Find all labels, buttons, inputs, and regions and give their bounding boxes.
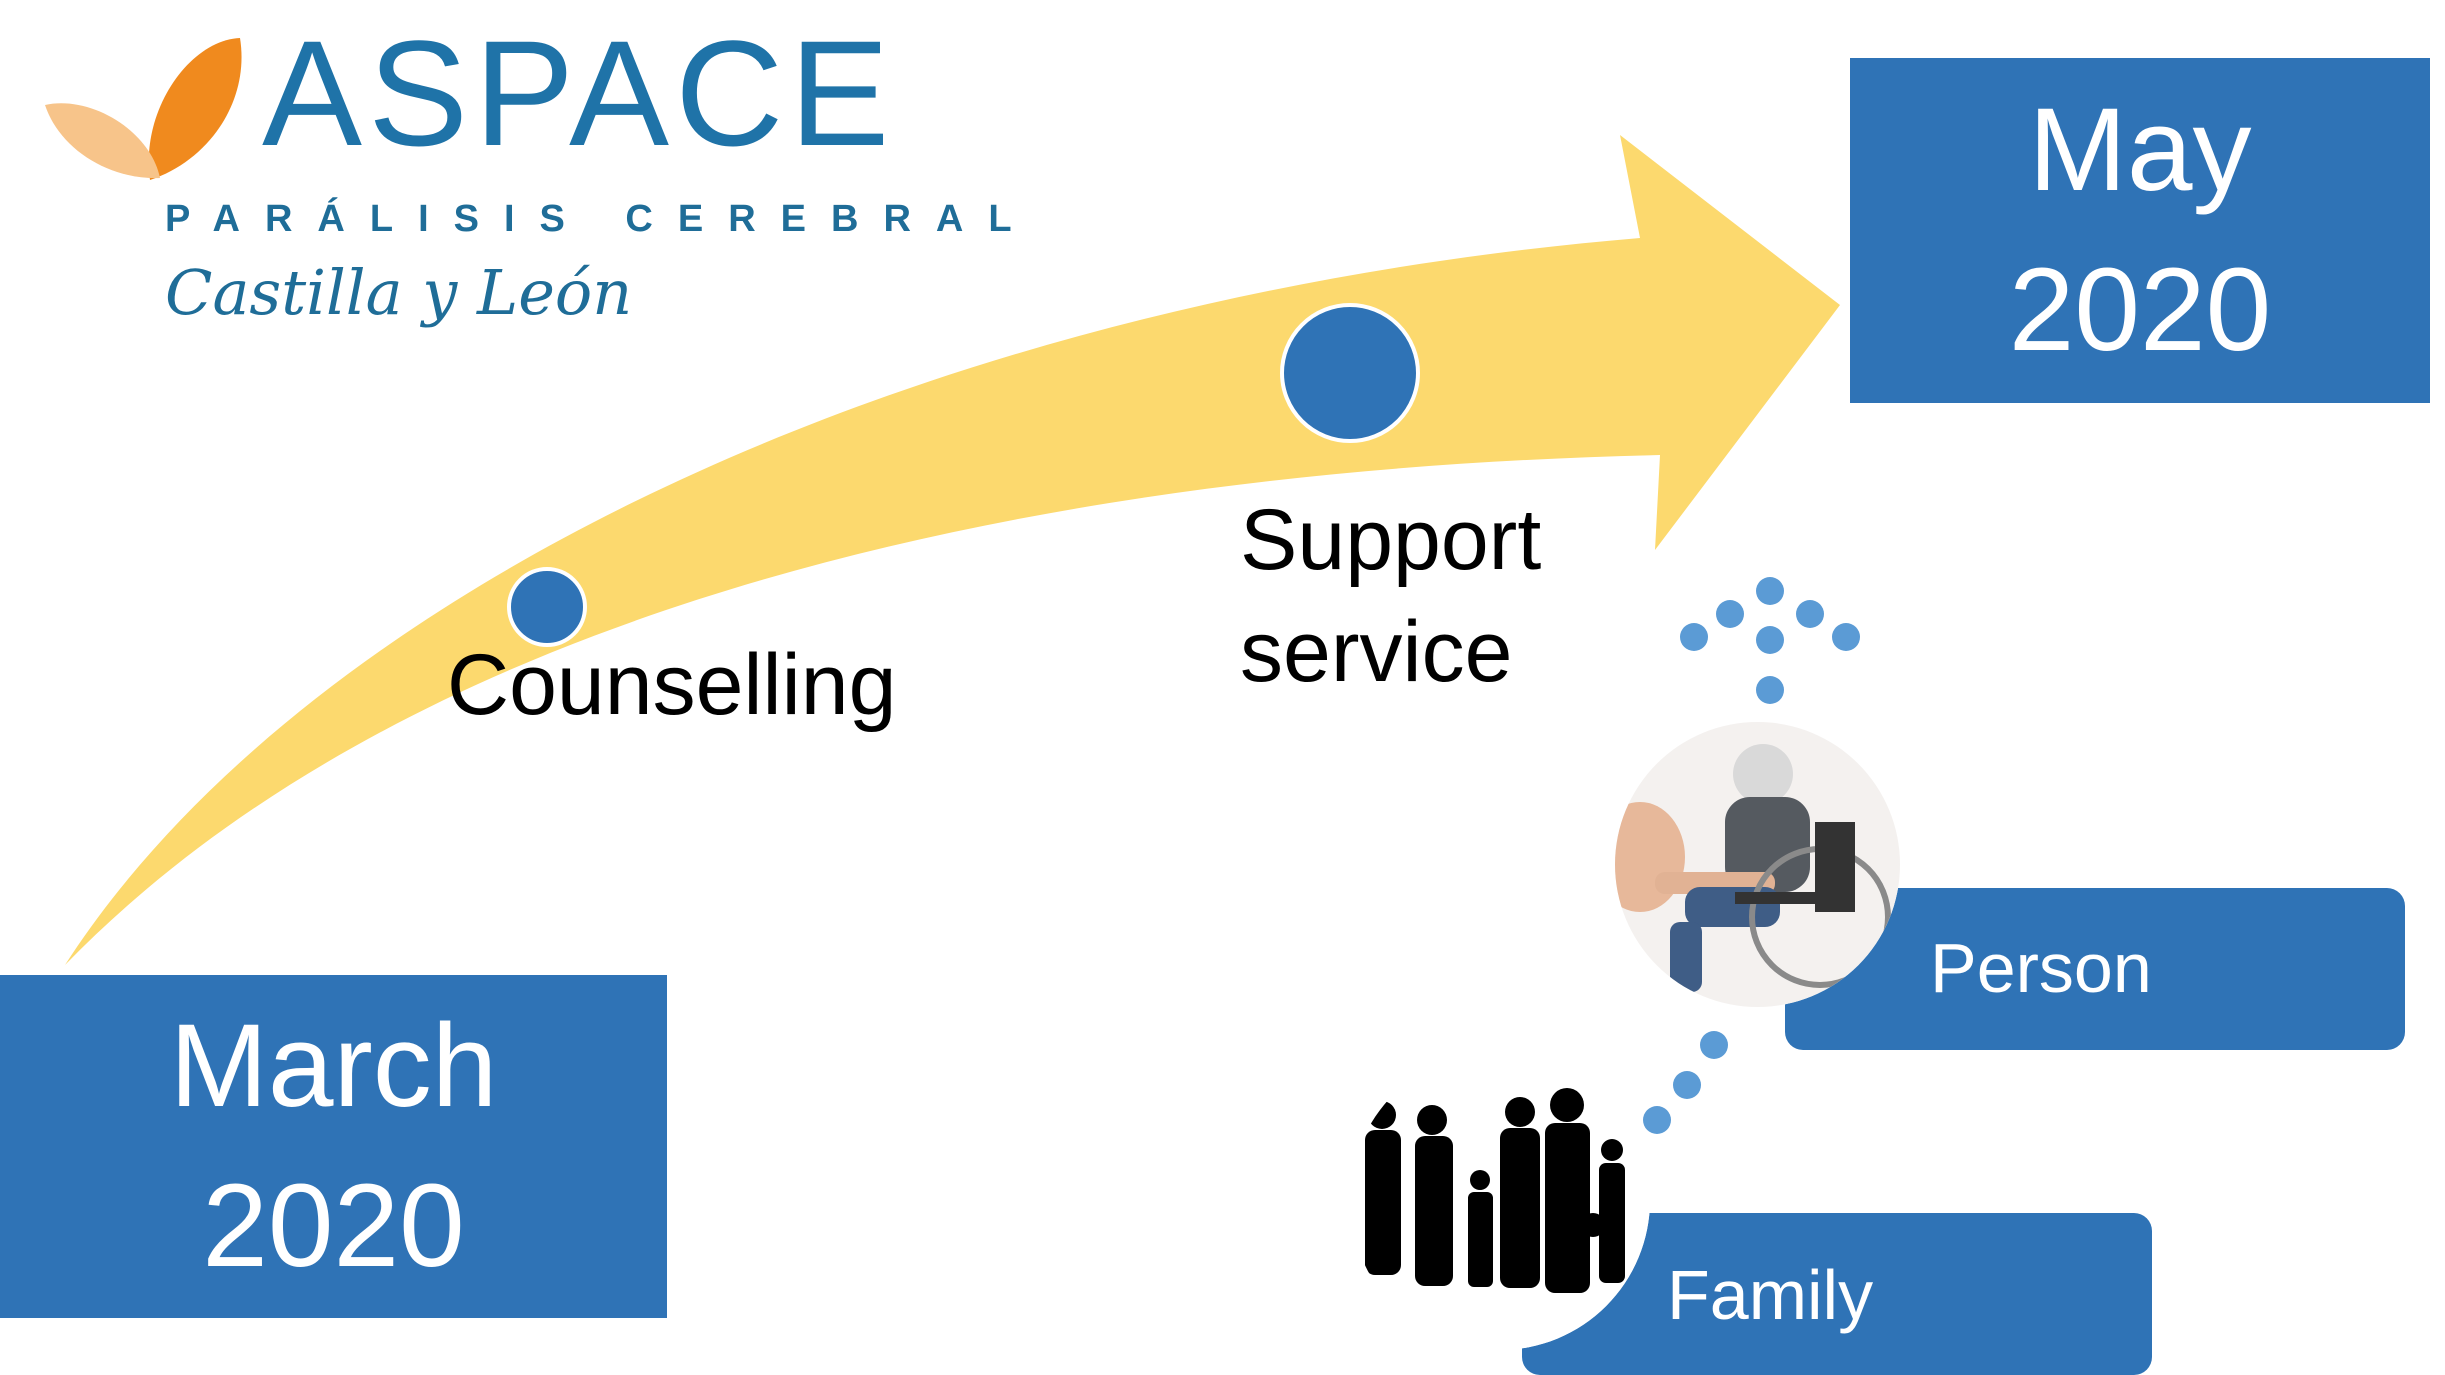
logo-wordmark: ASPACE bbox=[262, 9, 896, 177]
start-month: March bbox=[169, 1000, 498, 1133]
start-date-box: March 2020 bbox=[0, 975, 667, 1318]
stage-label-support-service: Support service bbox=[1240, 492, 1542, 700]
end-month: May bbox=[2028, 84, 2252, 217]
family-label: Family bbox=[1667, 1256, 1874, 1334]
end-year: 2020 bbox=[2008, 243, 2272, 376]
support-service-marker bbox=[1280, 303, 1420, 443]
person-label: Person bbox=[1930, 929, 2152, 1007]
counselling-marker bbox=[507, 567, 587, 647]
caregiver-wheelchair-photo-icon bbox=[1615, 722, 1900, 1007]
family-silhouette-icon bbox=[1350, 1050, 1650, 1350]
start-year: 2020 bbox=[202, 1159, 465, 1292]
logo-subtitle: PARÁLISIS CEREBRAL bbox=[165, 198, 1037, 240]
stage-label-counselling: Counselling bbox=[447, 637, 897, 733]
end-date-box: May 2020 bbox=[1850, 58, 2430, 403]
logo-region: Castilla y León bbox=[165, 256, 633, 329]
